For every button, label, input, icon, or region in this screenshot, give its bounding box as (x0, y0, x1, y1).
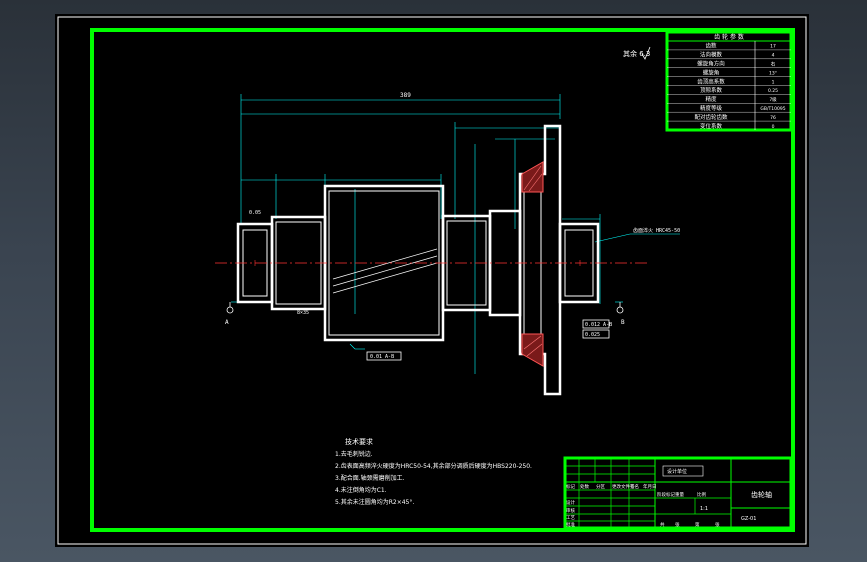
title-block-label: 张 (715, 521, 720, 528)
title-block-school: 设计单位 (667, 468, 687, 475)
title-block-label: 签名 (630, 483, 639, 490)
centre-marks (254, 260, 581, 266)
gear-param-value: 76 (770, 115, 776, 121)
gear-param-value: 右 (771, 60, 776, 67)
title-block-label: 第 (695, 521, 700, 528)
gear-section-hatch (521, 161, 544, 367)
gear-param-value: 4 (772, 53, 775, 59)
radial-tolerance-top: 0.05 (249, 210, 261, 216)
gear-param-value: 0.25 (768, 88, 778, 94)
cad-viewport[interactable]: 齿数 17 法向模数 4 螺旋角方向 右螺旋角 13° 齿顶高系数 1 顶隙系数 0.25 精度 7级精… (55, 14, 809, 547)
title-block-label: 工艺 (566, 515, 575, 521)
gear-param-name: 顶隙系数 (700, 86, 723, 94)
title-block-label: 张 (675, 521, 680, 528)
drawing-frame (90, 28, 795, 532)
gear-param-name: 变位系数 (700, 122, 723, 130)
surface-roughness-note: 其余 6.3 (623, 49, 650, 58)
outer-border (57, 16, 807, 545)
gear-param-value: 13° (769, 70, 777, 76)
title-block: 设计单位 齿轮轴 GZ-01 1:1 标记处数分区更改文件号签名年月日设计审核工… (563, 456, 793, 530)
shaft-outline (236, 124, 600, 396)
title-block-drawing-code: GZ-01 (741, 516, 756, 522)
tech-item: 5.其余未注圆角均为R2×45°. (335, 498, 414, 506)
tolerance-label: 0.012 A-B (585, 322, 612, 328)
runout-callout-frame: 0.01 A-B (366, 351, 402, 361)
gear-param-name: 齿顶高系数 (697, 77, 725, 85)
gear-table-heading: 齿 轮 参 数 (714, 33, 744, 41)
title-block-label: 年月日 (643, 483, 657, 490)
gear-param-name: 法向模数 (700, 51, 723, 59)
helix-lines (332, 248, 438, 294)
tolerance-callout-frames: 0.012 A-B 0.025 (582, 319, 612, 339)
title-block-part-name: 齿轮轴 (751, 490, 772, 499)
title-block-scale: 1:1 (700, 506, 708, 512)
datum-markers (226, 302, 624, 314)
title-block-label: 批准 (566, 521, 575, 528)
title-block-label: 审核 (566, 507, 575, 514)
title-block-label: 共 (660, 521, 665, 528)
tech-item: 2.齿表面高频淬火硬度为HRC50-54,其余部分调质后硬度为HBS220-25… (335, 462, 532, 470)
title-block-label: 分区 (596, 483, 605, 490)
title-block-label: 标记 (566, 483, 575, 490)
overall-length-dim: 389 (400, 92, 411, 99)
dimension-lines (231, 94, 680, 374)
spline-note: 齿面淬火 HRC45-50 (633, 227, 680, 234)
technical-requirements: 技术要求 1.去毛刺锐边. 2.齿表面高频淬火硬度为HRC50-54,其余部分调质… (335, 437, 532, 506)
keyway-note: 8×35 (297, 310, 309, 316)
datum-a-label: A (225, 319, 229, 326)
tolerance-label: 0.025 (585, 332, 600, 338)
title-block-label: 更改文件号 (612, 483, 635, 490)
gear-param-name: 精度等级 (700, 104, 723, 112)
gear-param-name: 配对齿轮齿数 (694, 113, 728, 121)
gear-param-name: 螺旋角方向 (697, 59, 725, 67)
gear-param-name: 齿数 (705, 42, 717, 50)
tech-item: 3.配合面.轴颈需磨削加工. (335, 474, 405, 482)
title-block-label: 比例 (697, 491, 706, 498)
gear-param-value: 7级 (769, 96, 777, 103)
datum-b-label: B (621, 319, 625, 326)
gear-param-value: 0 (772, 124, 775, 130)
title-block-label: 阶段标记 (657, 491, 675, 498)
tech-item: 1.去毛刺锐边. (335, 450, 373, 458)
title-block-label: 处数 (580, 483, 589, 490)
tech-item: 4.未注倒角均为C1. (335, 486, 387, 494)
svg-text:0.01 A-B: 0.01 A-B (370, 354, 394, 360)
gear-param-value: GB/T10095 (760, 106, 785, 112)
title-block-label: 重量 (675, 491, 684, 498)
gear-param-name: 精度 (705, 95, 717, 103)
gear-param-value: 17 (770, 44, 776, 50)
gear-param-name: 螺旋角 (703, 68, 720, 76)
gear-param-value: 1 (772, 79, 775, 85)
tech-heading: 技术要求 (345, 437, 373, 446)
roughness-symbol (641, 46, 651, 60)
title-block-label: 设计 (566, 499, 575, 506)
